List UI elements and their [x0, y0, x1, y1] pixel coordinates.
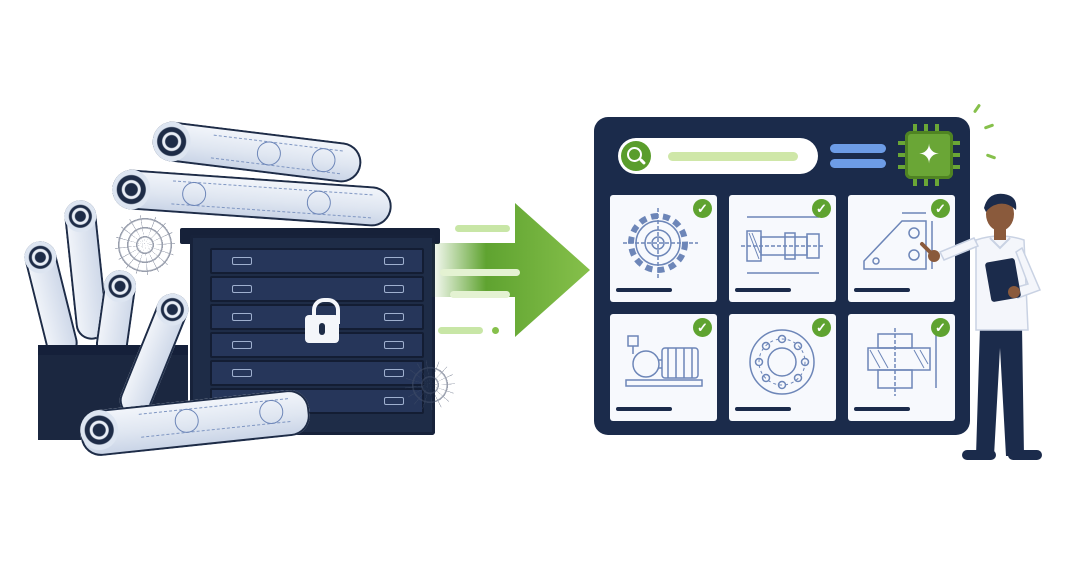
motion-dot [492, 327, 499, 334]
keyhole [319, 323, 325, 335]
spark-line [983, 123, 995, 130]
cabinet-drawer [210, 388, 424, 414]
gear-drawing [623, 208, 698, 279]
checkmark-icon: ✓ [931, 199, 950, 218]
cobweb [405, 360, 455, 410]
drawing-card[interactable]: ✓ [610, 314, 717, 421]
spark-line [985, 153, 997, 160]
search-input[interactable] [668, 152, 798, 161]
checkmark-icon: ✓ [931, 318, 950, 337]
sectional-part-drawing [867, 328, 937, 396]
right-arrow-icon [430, 195, 600, 345]
locked-blueprint-archive [20, 119, 460, 470]
padlock-icon [312, 298, 340, 324]
drawing-card[interactable]: ✓ [729, 314, 836, 421]
motion-line [440, 269, 520, 276]
drawing-library-window: ✦ ✓ [594, 103, 997, 435]
engineer-figure [918, 188, 1058, 470]
cobweb [115, 215, 175, 275]
card-caption [854, 288, 910, 292]
search-bar[interactable] [618, 138, 818, 174]
cabinet-drawer [210, 248, 424, 274]
checkmark-icon: ✓ [693, 199, 712, 218]
menu-icon-line[interactable] [830, 159, 886, 168]
checkmark-icon: ✓ [812, 199, 831, 218]
checkmark-icon: ✓ [812, 318, 831, 337]
motion-line [455, 225, 510, 232]
ai-chip-icon[interactable]: ✦ [898, 124, 960, 186]
card-caption [854, 407, 910, 411]
drawing-card[interactable]: ✓ [848, 314, 955, 421]
cabinet-drawer [210, 276, 424, 302]
sparkle-icon: ✦ [918, 139, 940, 169]
motion-line [450, 291, 510, 298]
drawing-card[interactable]: ✓ [729, 195, 836, 302]
search-icon[interactable] [621, 141, 651, 171]
checkmark-icon: ✓ [693, 318, 712, 337]
flange-drawing [749, 329, 815, 395]
menu-icon[interactable] [830, 144, 886, 153]
shaft-assembly-drawing [741, 216, 825, 274]
cabinet-drawer [210, 360, 424, 386]
card-caption [616, 288, 672, 292]
card-caption [616, 407, 672, 411]
card-caption [735, 407, 791, 411]
spark-line [972, 103, 982, 114]
pump-motor-drawing [625, 335, 703, 387]
card-caption [735, 288, 791, 292]
motion-line [438, 327, 483, 334]
drawing-card[interactable]: ✓ [610, 195, 717, 302]
